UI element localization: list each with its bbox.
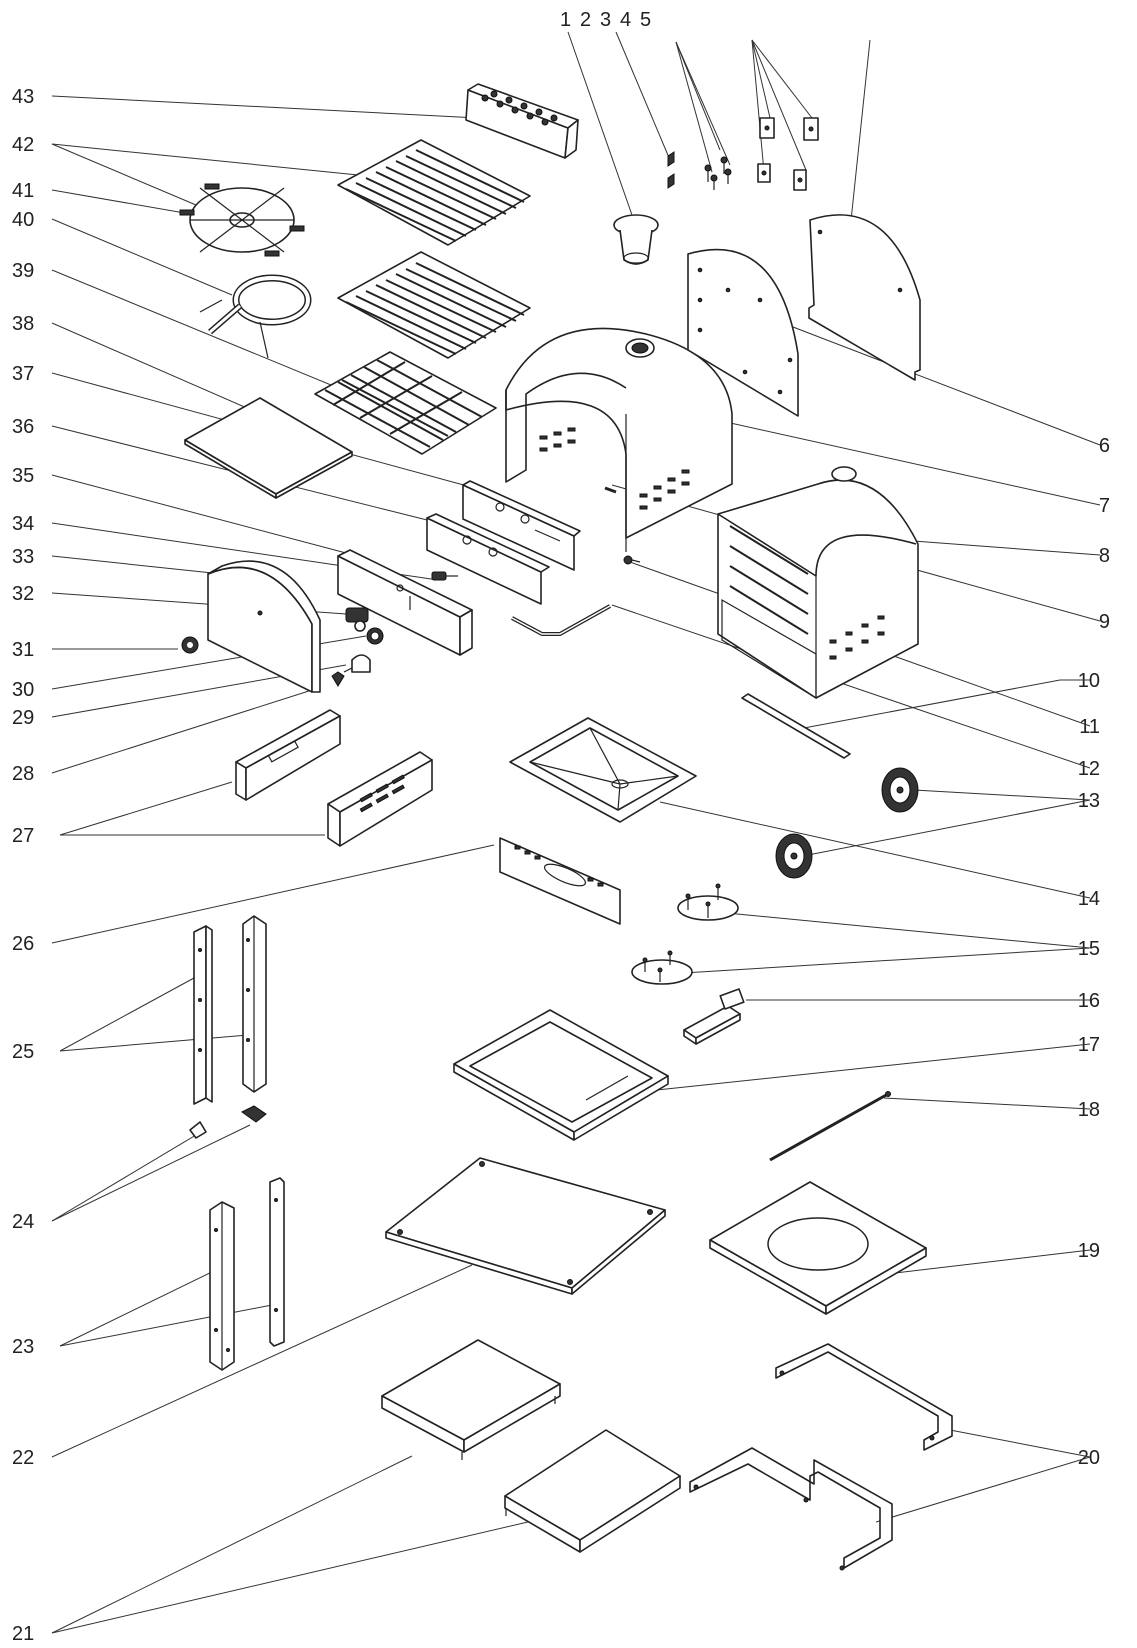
part-33-door-panel [207,560,321,693]
part-23-lower-legs [209,1177,285,1371]
callout-6: 6 [1099,435,1110,457]
callout-42: 42 [12,134,34,156]
callout-19: 19 [1078,1240,1100,1262]
callout-35: 35 [12,465,34,487]
callout-16: 16 [1078,990,1100,1012]
part-22-bottom-shelf [385,1157,666,1295]
part-37-bracket [462,480,581,571]
callout-7: 7 [1099,495,1110,517]
part-18-rod [769,1091,891,1162]
left-callouts: 43 42 41 40 39 38 37 36 35 34 33 32 31 3… [12,86,34,1645]
callout-27: 27 [12,825,34,847]
part-1-chimney-cap [613,214,659,265]
part-32-valve-body [345,607,369,632]
part-14-drip-pan [509,717,697,823]
callout-43: 43 [12,86,34,108]
callout-8: 8 [1099,545,1110,567]
part-19-side-table [709,1181,927,1315]
parts [179,83,953,1571]
part-11-bolt [623,555,641,565]
part-43-tray [465,83,579,159]
leader-lines [51,31,1101,1634]
part-42-cooking-grates [337,139,531,359]
part-21-side-shelves [381,1339,681,1553]
callout-5: 5 [640,9,651,31]
callout-23: 23 [12,1336,34,1358]
part-26-front-panel [499,837,621,925]
callout-15: 15 [1078,938,1100,960]
callout-34: 34 [12,513,34,535]
part-41-rotary-disc [179,183,305,257]
part-40-burner-ring [199,274,312,359]
callout-38: 38 [12,313,34,335]
callout-40: 40 [12,209,34,231]
part-36-control-panel-inner [426,513,550,605]
part-6-7-rear-panels [687,214,921,417]
callout-20: 20 [1078,1447,1100,1469]
callout-2: 2 [580,9,591,31]
right-callouts: 6 7 8 9 10 11 12 13 14 15 16 17 18 19 20 [1078,435,1110,1469]
callout-24: 24 [12,1211,34,1233]
part-20-side-brackets [689,1343,953,1571]
callout-30: 30 [12,679,34,701]
callout-18: 18 [1078,1099,1100,1121]
callout-39: 39 [12,260,34,282]
callout-31: 31 [12,639,34,661]
callout-28: 28 [12,763,34,785]
part-10-bar [741,693,851,759]
callout-25: 25 [12,1041,34,1063]
part-17-base-frame [453,1009,669,1141]
callout-22: 22 [12,1447,34,1469]
callout-1: 1 [560,9,571,31]
callout-3: 3 [600,9,611,31]
part-35-control-panel [337,549,473,656]
part-27-front-bracket [327,751,433,847]
part-13-wheels [775,767,919,879]
part-28-rear-bracket [235,671,345,801]
callout-9: 9 [1099,611,1110,633]
part-9-firebox [717,466,919,700]
part-24-feet [189,1105,267,1139]
callout-4: 4 [620,9,631,31]
part-38-pizza-stone [184,397,353,499]
part-31-knob [181,636,199,654]
callout-41: 41 [12,180,34,202]
part-34-valve [431,571,458,581]
callout-37: 37 [12,363,34,385]
part-29-igniter [343,654,371,673]
part-39-charcoal-grate [314,351,497,455]
callout-17: 17 [1078,1034,1100,1056]
part-25-upper-legs [193,915,267,1105]
callout-13: 13 [1078,790,1100,812]
part-16-fuel-box [683,988,745,1045]
callout-29: 29 [12,707,34,729]
callout-14: 14 [1078,888,1100,910]
callout-11: 11 [1079,716,1100,738]
callout-26: 26 [12,933,34,955]
top-callouts: 1 2 3 4 5 [560,9,651,31]
part-2-5-hardware [667,117,819,191]
part-30-igniter-knob [366,627,384,645]
part-15-support-discs [631,883,739,985]
callout-21: 21 [12,1623,34,1645]
callout-33: 33 [12,546,34,568]
callout-32: 32 [12,583,34,605]
callout-12: 12 [1078,758,1100,780]
callout-36: 36 [12,416,34,438]
part-8-oven-dome [505,327,733,552]
callout-10: 10 [1078,670,1100,692]
part-12-rod-handle [511,604,611,636]
